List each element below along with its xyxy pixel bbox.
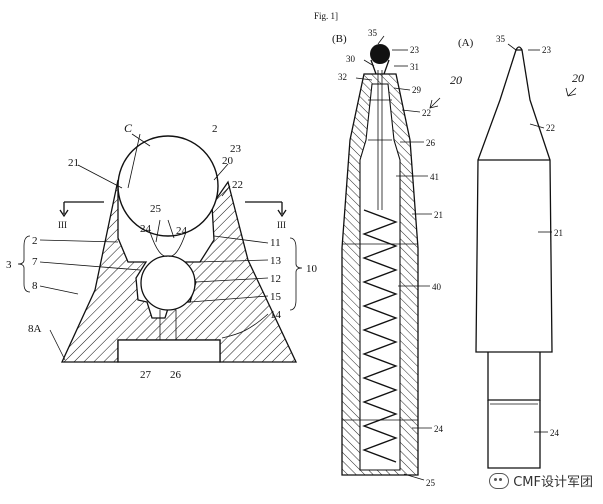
chat-bubble-icon [489,472,510,489]
figure-labels: Fig. 1] (B) 35 23 30 31 32 29 20 22 26 4… [6,11,584,488]
label-s-22: 22 [232,179,243,191]
label-b-30: 30 [346,54,356,64]
label-b-32: 32 [338,72,347,82]
label-s-2-top: 2 [212,123,218,135]
label-b-23: 23 [410,45,420,55]
label-a-23: 23 [542,45,552,55]
label-s-2: 2 [32,235,38,247]
label-s-27: 27 [140,369,152,381]
label-a-22: 22 [546,123,555,133]
label-s-10: 10 [306,263,318,275]
label-s-23: 23 [230,143,242,155]
label-s-21: 21 [68,157,79,169]
label-s-3: 3 [6,259,12,271]
label-b-25: 25 [426,478,436,488]
label-s-24-left: 24 [140,223,152,235]
view-a [475,43,577,469]
label-b-35: 35 [368,28,378,38]
label-s-14: 14 [270,309,282,321]
label-b-31: 31 [410,62,419,72]
small-ball [140,255,196,311]
view-b-title: (B) [332,33,347,45]
label-b-21: 21 [434,210,443,220]
view-b [341,35,441,481]
pen-outline-a [475,49,553,353]
label-a-35: 35 [496,34,506,44]
label-s-III-right: III [277,220,286,230]
label-s-III-left: III [58,220,67,230]
watermark-text: CMF设计军团 [513,475,593,490]
label-b-26: 26 [426,138,436,148]
label-s-20: 20 [222,155,234,167]
label-s-8A: 8A [28,323,42,335]
label-b-24: 24 [434,424,444,434]
label-b-40: 40 [432,282,442,292]
inner-bore [359,83,401,471]
label-s-24-right: 24 [176,225,188,237]
figure-title: Fig. 1] [314,11,338,21]
label-b-41: 41 [430,172,439,182]
label-s-26: 26 [170,369,182,381]
label-s-25: 25 [150,203,162,215]
view-a-title: (A) [458,37,474,49]
bottom-cavity [117,339,221,363]
label-a-20: 20 [572,71,584,85]
label-s-13: 13 [270,255,282,267]
label-s-8: 8 [32,280,38,292]
label-s-15: 15 [270,291,282,303]
label-s-12: 12 [270,273,281,285]
tip-ball [370,44,390,64]
label-s-C: C [124,121,133,135]
label-a-21: 21 [554,228,563,238]
section-view [17,133,303,363]
label-s-11: 11 [270,237,281,249]
label-a-24: 24 [550,428,560,438]
label-b-22: 22 [422,108,431,118]
watermark: CMF设计军团 [489,471,593,490]
label-s-7: 7 [32,256,38,268]
label-b-29: 29 [412,85,422,95]
label-b-20: 20 [450,73,462,87]
